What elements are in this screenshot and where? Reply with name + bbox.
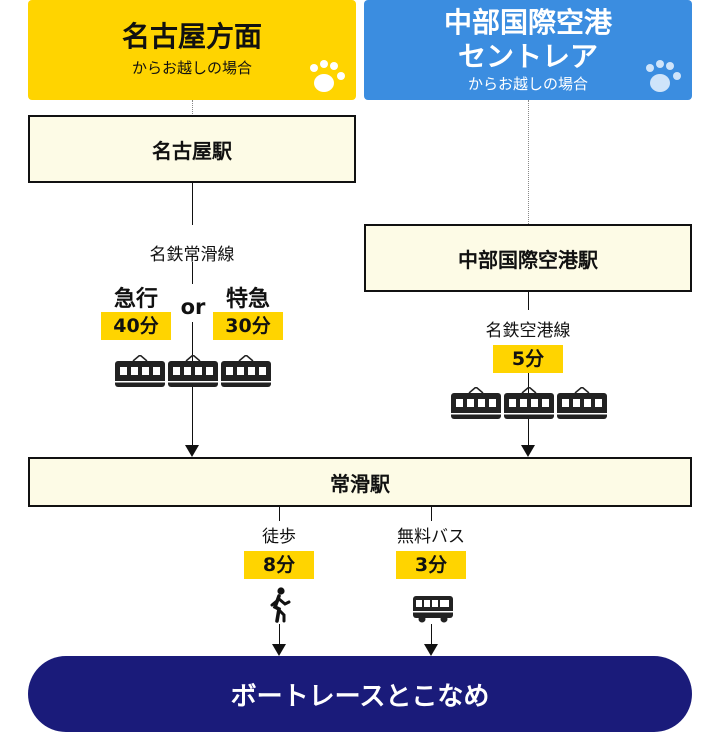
origin-airport-title-line1: 中部国際空港 — [443, 6, 612, 39]
limited-time-badge: 30分 — [213, 312, 283, 340]
origin-nagoya-box: 名古屋方面 からお越しの場合 — [28, 0, 356, 100]
route-line — [431, 624, 432, 646]
or-label: or — [178, 295, 208, 319]
bus-time-badge: 3分 — [396, 551, 466, 579]
paw-icon — [310, 60, 348, 94]
route-line — [192, 183, 193, 225]
walk-time-badge: 8分 — [244, 551, 314, 579]
line-label-tokoname: 名鉄常滑線 — [149, 245, 235, 265]
origin-nagoya-subtitle: からお越しの場合 — [131, 59, 252, 77]
line-label-airport: 名鉄空港線 — [485, 321, 571, 341]
route-line — [279, 507, 280, 521]
train-icon — [115, 355, 271, 387]
connector-dotted — [528, 100, 529, 224]
station-nagoya: 名古屋駅 — [28, 115, 356, 183]
route-line — [528, 292, 529, 310]
arrow-down-icon — [272, 644, 286, 656]
route-line — [431, 507, 432, 521]
paw-icon — [646, 60, 684, 94]
station-airport: 中部国際空港駅 — [364, 224, 692, 292]
origin-airport-subtitle: からお越しの場合 — [467, 75, 588, 93]
bus-icon — [413, 596, 453, 623]
limited-express-label: 特急 — [225, 287, 270, 312]
airport-time-badge: 5分 — [493, 345, 563, 373]
walk-label: 徒歩 — [262, 527, 296, 547]
route-line — [192, 262, 193, 284]
origin-airport-title-line2: セントレア — [457, 40, 598, 73]
destination-boatrace-tokoname: ボートレースとこなめ — [28, 656, 692, 732]
express-time-badge: 40分 — [101, 312, 171, 340]
arrow-down-icon — [521, 445, 535, 457]
station-tokoname: 常滑駅 — [28, 457, 692, 507]
arrow-down-icon — [185, 445, 199, 457]
origin-airport-box: 中部国際空港 セントレア からお越しの場合 — [364, 0, 692, 100]
connector-dotted — [192, 100, 193, 116]
bus-label: 無料バス — [397, 527, 465, 547]
train-icon — [451, 387, 607, 419]
walker-icon — [270, 587, 291, 623]
origin-nagoya-title: 名古屋方面 — [121, 20, 262, 53]
route-line — [279, 624, 280, 646]
arrow-down-icon — [424, 644, 438, 656]
express-label: 急行 — [113, 287, 158, 312]
